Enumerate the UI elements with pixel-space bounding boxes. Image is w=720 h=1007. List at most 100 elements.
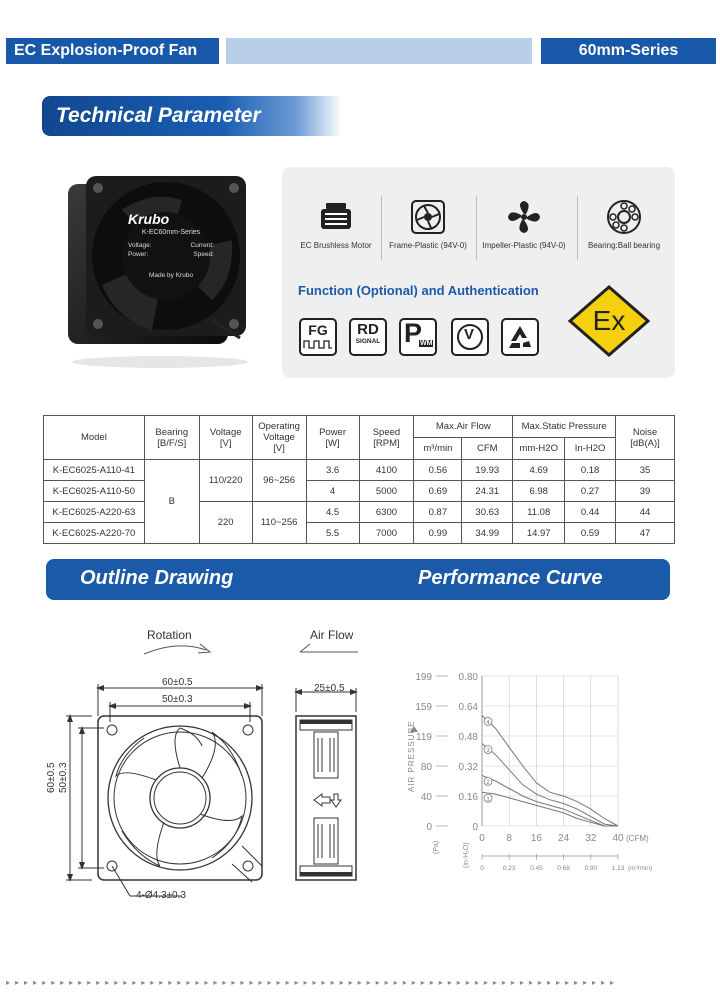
- y-tick-label-pa: 0: [426, 822, 432, 833]
- cell-operating: 96~256: [251, 459, 307, 502]
- col-header-bearing: Bearing [B/F/S]: [143, 415, 200, 460]
- rd-badge-text: RD: [357, 321, 379, 338]
- fan-brand: Krubo: [128, 211, 170, 227]
- col-header-inh2o: In-H2O: [564, 437, 617, 460]
- col-header-model: Model: [43, 415, 145, 460]
- cell-inh2o: 0.59: [564, 522, 617, 544]
- cell-voltage: 110/220: [198, 459, 253, 502]
- x-tick-label-cfm: 16: [531, 833, 543, 844]
- cell-model: K-EC6025-A220-70: [43, 522, 145, 544]
- cell-speed: 6300: [358, 501, 415, 523]
- curve-series-2: [481, 774, 618, 827]
- cell-noise: 47: [615, 522, 675, 544]
- table-row: K-EC6025-A220-70 5.5 7000 0.99 34.99 14.…: [43, 522, 675, 544]
- col-header-power: Power [W]: [305, 415, 360, 460]
- x-tick-label-cfm: 24: [558, 833, 570, 844]
- feature-divider: [476, 196, 477, 260]
- spec-table: Model Bearing [B/F/S] Voltage [V] Operat…: [43, 415, 675, 544]
- series-marker: [483, 776, 493, 786]
- airflow-label: Air Flow: [310, 628, 354, 642]
- table-row: K-EC6025-A110-41 B 110/220 96~256 3.6 41…: [43, 459, 675, 544]
- x-tick-label-cfm: 0: [479, 833, 485, 844]
- cell-mmh2o: 11.08: [512, 501, 566, 523]
- performance-curve-title: Performance Curve: [418, 567, 603, 589]
- fan-speed-label: Speed:: [193, 251, 214, 258]
- cell-power: 3.6: [305, 459, 360, 481]
- col-header-pressure: Max.Static Pressure: [512, 415, 617, 438]
- motor-icon: [321, 203, 351, 229]
- fan-current-label: Current:: [190, 242, 214, 249]
- impeller-icon: [508, 201, 540, 233]
- rotation-label: Rotation: [147, 628, 192, 642]
- pwm-badge-sub: WM: [419, 340, 434, 347]
- series-marker: [483, 745, 493, 754]
- cell-cfm: 30.63: [461, 501, 514, 523]
- series-label: 3: [486, 748, 490, 754]
- feature-frame: Frame-Plastic (94V-0): [379, 199, 477, 250]
- y-tick-label-pa: 80: [421, 762, 433, 773]
- curve-series-1: [481, 791, 618, 827]
- feature-bearing-label: Bearing:Ball bearing: [587, 241, 661, 250]
- cell-noise: 44: [615, 501, 675, 523]
- x-unit-m3: (m³/min): [628, 865, 652, 872]
- dim-mounting-holes: 4-Ø4.3±0.3: [136, 890, 186, 901]
- col-header-noise: Noise [dB(A)]: [615, 415, 675, 460]
- table-row: K-EC6025-A110-50 4 5000 0.69 24.31 6.98 …: [43, 480, 675, 502]
- fan-model: K-EC60mm-Series: [141, 229, 201, 236]
- cell-speed: 5000: [358, 480, 415, 502]
- cell-noise: 39: [615, 480, 675, 502]
- x-tick-label-m3: 0.23: [503, 865, 516, 872]
- footer-dot-strip: ▸▸▸▸▸▸▸▸▸▸▸▸▸▸▸▸▸▸▸▸▸▸▸▸▸▸▸▸▸▸▸▸▸▸▸▸▸▸▸▸…: [6, 978, 620, 987]
- rotation-arrow-icon: [143, 643, 212, 655]
- fan-power-label: Power:: [128, 251, 149, 258]
- side-view-drawing: [294, 688, 358, 881]
- fan-photo: [68, 176, 248, 368]
- x-tick-label-m3: 0.45: [530, 865, 543, 872]
- y-tick-label-inh2o: 0.16: [459, 792, 479, 803]
- col-header-operating: Operating Voltage [V]: [251, 415, 307, 460]
- frame-icon: [411, 200, 445, 234]
- series-label: 1: [486, 797, 490, 803]
- fg-badge: FG: [299, 318, 337, 356]
- y-tick-label-pa: 199: [415, 672, 432, 683]
- cell-mmh2o: 6.98: [512, 480, 566, 502]
- curve-series-4: [481, 715, 619, 827]
- feature-impeller: Impeller-Plastic (94V-0): [475, 199, 573, 250]
- pwm-badge-p: P: [404, 318, 423, 348]
- header-left-title: EC Explosion-Proof Fan: [6, 38, 219, 64]
- cell-m3min: 0.99: [413, 522, 463, 544]
- cell-power: 4.5: [305, 501, 360, 523]
- y-tick-label-pa: 119: [416, 732, 432, 743]
- cell-power: 5.5: [305, 522, 360, 544]
- cell-inh2o: 0.18: [564, 459, 617, 481]
- front-view-drawing: [66, 684, 264, 897]
- table-row: K-EC6025-A220-63 220 110~256 4.5 6300 0.…: [43, 501, 675, 544]
- feature-motor: EC Brushless Motor: [287, 199, 385, 250]
- airflow-arrow-icon: [299, 643, 358, 653]
- pwm-badge: P WM: [399, 318, 437, 356]
- dim-height-60: 60±0.5: [46, 762, 57, 793]
- cell-noise: 35: [615, 459, 675, 481]
- col-header-speed: Speed [RPM]: [358, 415, 415, 460]
- cell-cfm: 19.93: [461, 459, 514, 481]
- cell-speed: 4100: [358, 459, 415, 481]
- cell-speed: 7000: [358, 522, 415, 544]
- series-label: 2: [486, 780, 490, 786]
- feature-divider: [381, 196, 382, 260]
- cell-model: K-EC6025-A220-63: [43, 501, 145, 523]
- technical-parameter-title: Technical Parameter: [56, 104, 261, 127]
- x-tick-label-cfm: 32: [585, 833, 597, 844]
- x-unit-cfm: (CFM): [626, 834, 649, 843]
- fg-badge-text: FG: [308, 322, 328, 338]
- col-header-mmh2o: mm-H2O: [512, 437, 566, 460]
- x-tick-label-m3: 0: [480, 865, 484, 872]
- fan-label: Krubo K-EC60mm-Series Voltage: Current: …: [128, 210, 214, 300]
- x-tick-label-m3: 0.90: [584, 865, 597, 872]
- rd-badge: RD SIGNAL: [349, 318, 387, 356]
- ex-explosion-proof-icon: Ex: [568, 285, 650, 357]
- col-header-cfm: CFM: [461, 437, 514, 460]
- cell-m3min: 0.69: [413, 480, 463, 502]
- fan-made-by: Made by Krubo: [148, 272, 194, 279]
- col-header-airflow: Max.Air Flow: [413, 415, 514, 438]
